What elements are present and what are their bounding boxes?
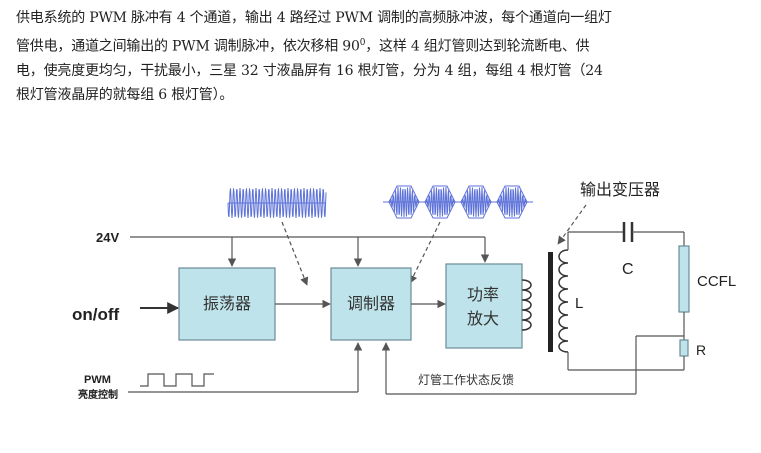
output-circuit [567,222,690,394]
resistor [679,339,689,357]
supply-bus: 24V [96,230,490,267]
paragraph-line-2-text: 管供电，通道之间输出的 PWM 调制脉冲，依次移相 90 [16,38,360,55]
pwm-square-wave-icon [140,373,214,387]
paragraph-line-4: 根灯管液晶屏的就每组 6 根灯管）。 [16,87,234,104]
ccfl-lamp [678,245,690,313]
on-off-label: on/off [72,305,120,324]
burst-to-modulator-dashed-arrow [409,221,441,284]
oscillator-label: 振荡器 [203,294,251,313]
transformer-label: 输出变压器 [580,181,660,199]
modulator-block: 调制器 [330,267,412,341]
transformer-pointer-arrow [557,204,587,245]
paragraph-line-2-tail: ，这样 4 组灯管则达到轮流断电、供 [365,38,590,55]
oscillator-block: 振荡器 [178,267,276,341]
capacitor-label: C [622,261,634,278]
transformer-core [548,252,553,352]
transformer-secondary-coil [558,249,569,353]
paragraph-line-3: 电，使亮度更均匀，干扰最小，三星 32 寸液晶屏有 16 根灯管，分为 4 组，… [16,62,603,79]
paragraph-line-1: 供电系统的 PWM 脉冲有 4 个通道，输出 4 路经过 PWM 调制的高频脉冲… [16,10,612,26]
transformer-primary-coil [521,279,532,331]
high-frequency-wave-icon [227,187,327,219]
description-paragraph: 供电系统的 PWM 脉冲有 4 个通道，输出 4 路经过 PWM 调制的高频脉冲… [16,6,752,108]
amplifier-label-line-1: 功率 [467,285,499,304]
modulator-label: 调制器 [347,294,395,313]
wave-to-modulator-dashed-arrow [281,221,309,286]
paragraph-line-2: 管供电，通道之间输出的 PWM 调制脉冲，依次移相 900，这样 4 组灯管则达… [16,31,752,59]
lamp-label: CCFL [697,273,736,290]
feedback-label: 灯管工作状态反馈 [418,372,514,387]
pwm-burst-wave-icon [383,185,533,219]
power-amplifier-block: 功率 放大 [445,263,523,349]
pwm-label: PWM [84,374,111,386]
resistor-label: R [696,342,706,358]
brightness-control-label: 亮度控制 [78,388,118,401]
supply-label: 24V [96,230,119,245]
amplifier-label-line-2: 放大 [467,309,499,328]
inductor-label: L [575,295,583,312]
phase-degree-superscript: 0 [359,37,366,48]
